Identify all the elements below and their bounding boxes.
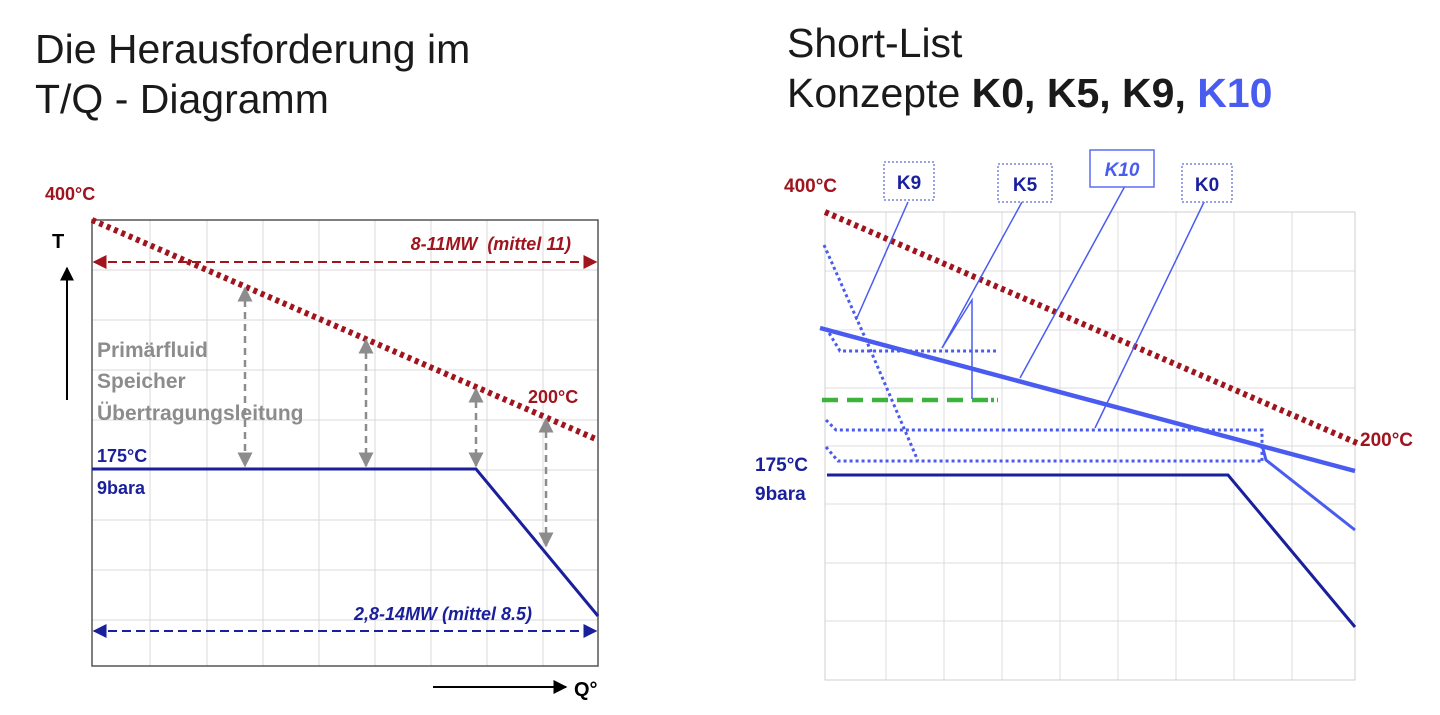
callout-k9: K9	[883, 161, 935, 201]
label-speicher: Speicher	[97, 370, 186, 393]
right-pressure: 9bara	[755, 484, 806, 505]
label-uebertragungsleitung: Übertragungsleitung	[97, 402, 304, 425]
right-title-bold: K0, K5, K9,	[971, 70, 1198, 117]
callout-k0-label: K0	[1195, 175, 1219, 196]
range-bottom-label: 2,8-14MW (mittel 8.5)	[353, 604, 532, 624]
callout-k5-label: K5	[1013, 175, 1038, 196]
t-axis-label: T	[52, 231, 64, 253]
label-primaerfluid: Primärfluid	[97, 339, 208, 362]
left-diagram: 400°C 200°C 175°C 9bara T Q° 8-11MW (mit…	[45, 184, 600, 701]
right-title-line1: Short-List	[787, 20, 963, 66]
right-plot-frame	[824, 211, 1356, 681]
k0-storage-line	[827, 473, 1357, 628]
callout-k5-box	[997, 163, 1053, 203]
callout-k9-label: K9	[897, 173, 921, 194]
gray-delta-arrows	[237, 286, 554, 548]
k10-branch-line	[1260, 444, 1356, 532]
left-plot-frame	[91, 219, 599, 667]
callout-k0-box	[1181, 163, 1233, 203]
storage-line	[92, 467, 600, 617]
callout-k9-box	[883, 161, 935, 201]
q-axis-label: Q°	[574, 679, 598, 701]
callout-k0: K0	[1181, 163, 1233, 203]
callout-k10-box	[1089, 149, 1155, 188]
left-pressure: 9bara	[97, 478, 146, 498]
k9-dotted-lines	[822, 244, 1264, 463]
left-title: Die Herausforderung im T/Q - Diagramm	[35, 24, 470, 124]
right-temp-175: 175°C	[755, 455, 808, 476]
callout-k5: K5	[997, 163, 1053, 203]
right-title: Short-List Konzepte K0, K5, K9, K10	[787, 18, 1272, 118]
right-grid	[825, 212, 1355, 680]
right-title-line2: Konzepte K0, K5, K9, K10	[787, 68, 1272, 118]
right-title-prefix: Konzepte	[787, 70, 972, 117]
left-title-line2: T/Q - Diagramm	[35, 76, 329, 123]
callout-leaders	[855, 185, 1206, 429]
right-diagram: K9 K5 K10 K0 400°C 200°C 175°C 9bara	[755, 149, 1413, 681]
left-temp-175: 175°C	[97, 446, 147, 466]
right-temp-200: 200°C	[1360, 430, 1413, 451]
left-title-line1: Die Herausforderung im	[35, 26, 471, 72]
callout-k10: K10	[1089, 149, 1155, 188]
left-temp-200: 200°C	[528, 387, 578, 407]
callout-k10-label: K10	[1105, 160, 1140, 181]
right-primary-line	[823, 209, 1359, 446]
range-top-label: 8-11MW (mittel 11)	[411, 234, 571, 254]
left-grid	[92, 220, 598, 666]
right-title-accent: K10	[1197, 70, 1273, 117]
right-temp-400: 400°C	[784, 176, 837, 197]
left-temp-400: 400°C	[45, 184, 95, 204]
